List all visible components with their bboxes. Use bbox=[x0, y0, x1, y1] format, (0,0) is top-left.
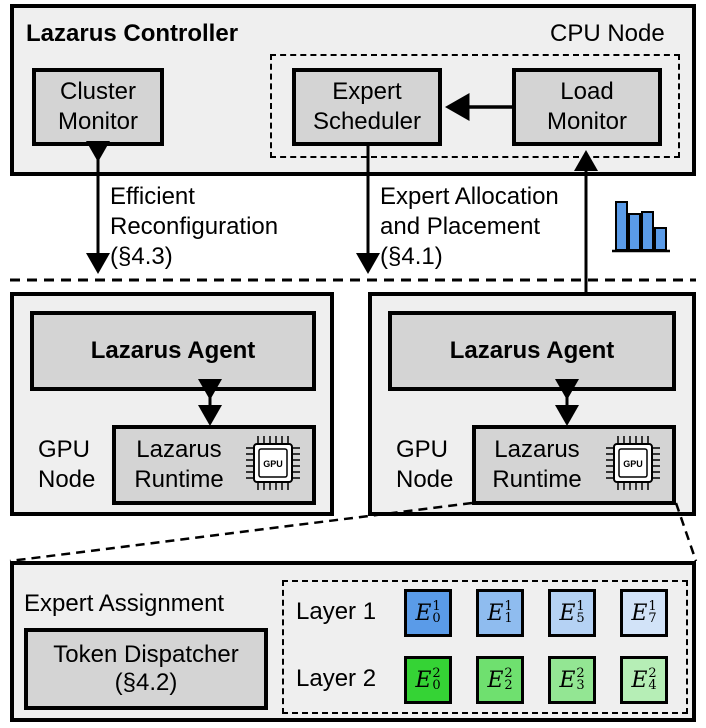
gpu-node-2-label-2: Node bbox=[396, 466, 454, 493]
zoom-line-right bbox=[674, 502, 698, 562]
cpu-node-region bbox=[270, 54, 680, 158]
bar-chart-icon bbox=[615, 201, 667, 251]
gpu-node-1-agent-box: Lazarus Agent bbox=[30, 311, 316, 391]
link-label-alloc-1: Expert Allocation bbox=[380, 183, 559, 210]
load-monitor-box: Load Monitor bbox=[512, 68, 662, 146]
link-label-reconfig-3: (§4.3) bbox=[110, 243, 173, 270]
expert-symbol: E bbox=[487, 600, 504, 626]
gpu-node-2-label-1: GPU bbox=[396, 436, 449, 463]
expert-symbol: E bbox=[415, 667, 432, 693]
expert-id-index: 1 bbox=[504, 611, 513, 626]
cluster-monitor-box: Cluster Monitor bbox=[32, 68, 164, 146]
gpu-node-1-label-1: GPU bbox=[38, 436, 91, 463]
gpu-chip-icon: GPU bbox=[606, 436, 660, 490]
expert-id-index: 3 bbox=[576, 678, 585, 693]
expert-id-index: 2 bbox=[504, 678, 513, 693]
gpu-node-2-runtime-label-2: Runtime bbox=[492, 466, 582, 493]
token-dispatcher-label-1: Token Dispatcher bbox=[53, 641, 239, 668]
cluster-monitor-label: Cluster Monitor bbox=[57, 78, 139, 135]
link-label-reconfig-1: Efficient bbox=[110, 183, 195, 210]
expert-symbol: E bbox=[631, 667, 648, 693]
cpu-node-label: CPU Node bbox=[550, 20, 665, 47]
expert-id-index: 5 bbox=[576, 611, 585, 626]
load-monitor-label: Load Monitor bbox=[546, 78, 628, 135]
expert-layer-index: 2 bbox=[648, 666, 657, 682]
expert-layer-index: 1 bbox=[648, 599, 657, 615]
gpu-node-2-agent-label: Lazarus Agent bbox=[449, 337, 615, 364]
expert-id-index: 0 bbox=[432, 611, 441, 626]
expert-layer-index: 1 bbox=[432, 599, 441, 615]
expert-symbol: E bbox=[631, 600, 648, 626]
expert-id-index: 7 bbox=[648, 611, 657, 626]
layers-region bbox=[282, 580, 688, 714]
gpu-node-1-runtime-label-1: Lazarus bbox=[136, 436, 222, 463]
expert-id-index: 4 bbox=[648, 678, 657, 693]
link-label-reconfig-2: Reconfiguration bbox=[110, 213, 279, 240]
link-label-alloc-2: and Placement bbox=[380, 213, 541, 240]
expert-layer-index: 1 bbox=[576, 599, 585, 615]
gpu-node-2-runtime-label-1: Lazarus bbox=[494, 436, 580, 463]
expert-id-index: 0 bbox=[432, 678, 441, 693]
layer-2-label: Layer 2 bbox=[296, 665, 377, 692]
layer-1-label: Layer 1 bbox=[296, 598, 377, 625]
expert-layer-index: 1 bbox=[504, 599, 513, 615]
expert-layer-index: 2 bbox=[432, 666, 441, 682]
expert-scheduler-label: Expert Scheduler bbox=[312, 78, 422, 135]
link-label-alloc-3: (§4.1) bbox=[380, 243, 443, 270]
gpu-node-1-runtime-label-2: Runtime bbox=[134, 466, 224, 493]
expert-symbol: E bbox=[415, 600, 432, 626]
token-dispatcher-box: Token Dispatcher (§4.2) bbox=[24, 628, 268, 710]
gpu-chip-label: GPU bbox=[623, 459, 643, 469]
expert-layer-index: 2 bbox=[576, 666, 585, 682]
gpu-node-1-agent-label: Lazarus Agent bbox=[90, 337, 256, 364]
gpu-chip-label: GPU bbox=[263, 459, 283, 469]
expert-scheduler-box: Expert Scheduler bbox=[292, 68, 442, 146]
expert-symbol: E bbox=[487, 667, 504, 693]
expert-symbol: E bbox=[559, 667, 576, 693]
gpu-chip-icon: GPU bbox=[246, 436, 300, 490]
token-dispatcher-label-2: (§4.2) bbox=[114, 669, 178, 696]
expert-symbol: E bbox=[559, 600, 576, 626]
gpu-node-2-agent-box: Lazarus Agent bbox=[388, 311, 676, 391]
gpu-node-1-label-2: Node bbox=[38, 466, 96, 493]
controller-title: Lazarus Controller bbox=[26, 20, 239, 47]
expert-layer-index: 2 bbox=[504, 666, 513, 682]
expert-assignment-title: Expert Assignment bbox=[24, 590, 225, 617]
zoom-line-left bbox=[9, 501, 473, 563]
